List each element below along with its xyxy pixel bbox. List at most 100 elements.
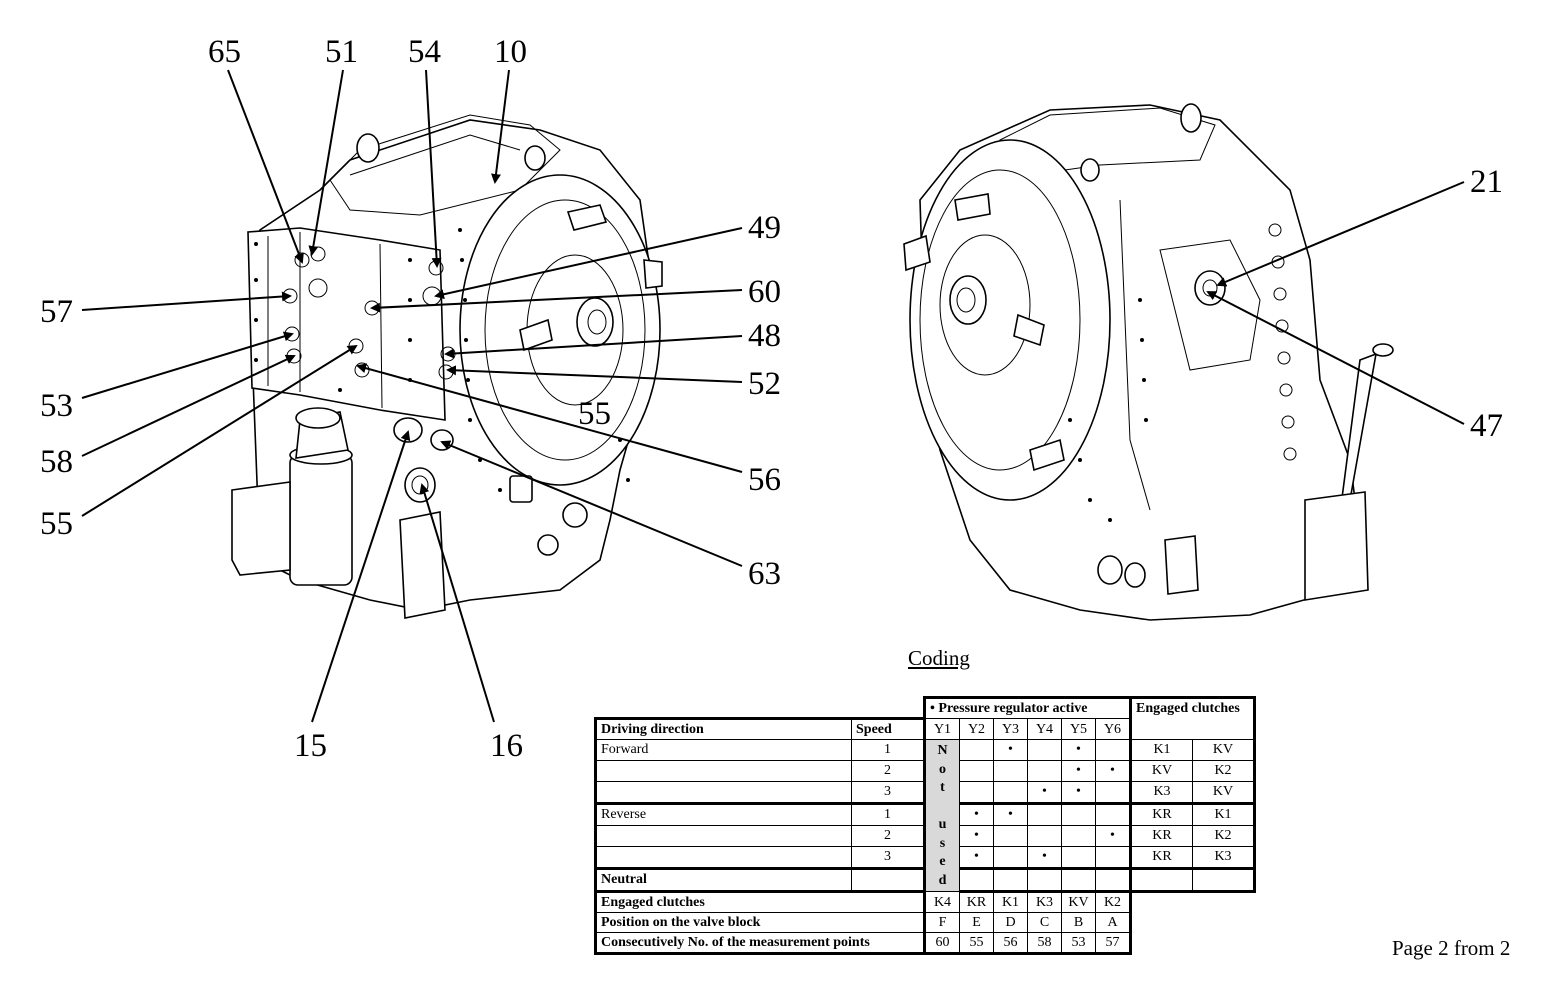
leader-53 [81, 331, 294, 399]
mark-cell: • [993, 801, 1028, 826]
coding-table: • Pressure regulator active Engaged clut… [594, 696, 1256, 955]
table-row: 2 • • KV K2 [594, 759, 1256, 782]
mark-cell [1095, 739, 1131, 761]
leader-16 [419, 483, 495, 723]
leader-65 [227, 69, 304, 264]
value-cell: A [1095, 912, 1132, 933]
callout-54: 54 [408, 34, 441, 70]
table-row: Reverse 1 • • KR K1 [594, 801, 1256, 826]
callout-48: 48 [748, 318, 781, 354]
leader-49 [434, 227, 743, 300]
mark-cell: • [1061, 780, 1096, 804]
callout-55-left: 55 [40, 506, 73, 542]
measurement-points-label: Consecutively No. of the measurement poi… [594, 932, 925, 955]
measurement-points-row: Consecutively No. of the measurement poi… [594, 932, 1255, 955]
callout-56: 56 [748, 462, 781, 498]
mark-cell: • [1095, 759, 1131, 782]
direction-cell [594, 845, 852, 869]
speed-cell: 2 [851, 759, 925, 782]
callout-10: 10 [494, 34, 527, 70]
value-cell: KV [1061, 891, 1096, 913]
clutch-cell: KR [1129, 801, 1193, 826]
mark-cell: • [1027, 780, 1062, 804]
direction-cell [594, 780, 852, 804]
neutral-cell: Neutral [594, 866, 852, 894]
value-cell: B [1061, 912, 1096, 933]
driving-direction-header: Driving direction [594, 717, 852, 740]
callout-51: 51 [325, 34, 358, 70]
leader-56 [356, 363, 743, 473]
regulator-y2: Y2 [959, 718, 994, 740]
mark-cell [1027, 739, 1062, 761]
leader-15 [311, 430, 411, 723]
value-cell: C [1027, 912, 1062, 933]
regulator-header: • Pressure regulator active [923, 696, 1131, 719]
mark-cell: • [959, 801, 994, 826]
leader-52 [446, 365, 743, 383]
value-cell: 60 [923, 932, 960, 955]
value-cell: F [923, 912, 960, 933]
leader-21 [1216, 181, 1465, 287]
clutch-cell: KV [1192, 739, 1256, 761]
clutch-cell: KV [1192, 780, 1256, 804]
regulator-y6: Y6 [1095, 718, 1131, 740]
callout-49: 49 [748, 210, 781, 246]
mark-cell: • [959, 845, 994, 869]
value-cell: 58 [1027, 932, 1062, 955]
table-row: 2 • • KR K2 [594, 824, 1256, 847]
callout-15: 15 [294, 728, 327, 764]
leader-10 [491, 69, 510, 184]
leader-60 [370, 289, 743, 313]
clutch-cell: K1 [1129, 739, 1193, 761]
value-cell: K4 [923, 891, 960, 913]
mark-cell: • [959, 824, 994, 847]
value-cell: D [993, 912, 1028, 933]
coding-title: Coding [908, 646, 970, 670]
speed-cell: 3 [851, 780, 925, 804]
regulator-y1: Y1 [923, 718, 960, 740]
value-cell: 56 [993, 932, 1028, 955]
mark-cell: • [993, 739, 1028, 761]
mark-cell [1027, 801, 1062, 826]
value-cell: K1 [993, 891, 1028, 913]
value-cell: 53 [1061, 932, 1096, 955]
direction-cell [594, 824, 852, 847]
mark-cell [1061, 845, 1096, 869]
callout-16: 16 [490, 728, 523, 764]
callout-21: 21 [1470, 164, 1503, 200]
mark-cell [993, 845, 1028, 869]
clutch-cell: KV [1129, 759, 1193, 782]
callout-60: 60 [748, 274, 781, 310]
speed-cell: 3 [851, 845, 925, 869]
mark-cell [1061, 824, 1096, 847]
leader-54 [425, 69, 442, 268]
regulator-y3: Y3 [993, 718, 1028, 740]
mark-cell [993, 824, 1028, 847]
mark-cell [993, 759, 1028, 782]
mark-cell [1027, 824, 1062, 847]
leader-47 [1206, 291, 1465, 425]
engaged-clutches-label: Engaged clutches [594, 891, 925, 913]
clutch-cell: K3 [1192, 845, 1256, 869]
callout-53: 53 [40, 388, 73, 424]
callout-58: 58 [40, 444, 73, 480]
clutch-cell: K2 [1192, 824, 1256, 847]
callout-57: 57 [40, 294, 73, 330]
transmission-left-view [231, 114, 663, 619]
mark-cell [959, 759, 994, 782]
table-row-neutral: Neutral [594, 866, 1256, 894]
mark-cell [993, 780, 1028, 804]
mark-cell [959, 739, 994, 761]
leader-55-left [81, 344, 358, 517]
mark-cell: • [1061, 759, 1096, 782]
clutch-cell: K1 [1192, 801, 1256, 826]
mark-cell: • [1027, 845, 1062, 869]
speed-cell: 1 [851, 801, 925, 826]
position-label: Position on the valve block [594, 912, 925, 933]
leader-lines [81, 69, 1465, 723]
engaged-clutches-row: Engaged clutches K4 KR K1 K3 KV K2 [594, 891, 1255, 913]
direction-cell: Forward [594, 739, 852, 761]
value-cell: E [959, 912, 994, 933]
direction-cell [594, 759, 852, 782]
